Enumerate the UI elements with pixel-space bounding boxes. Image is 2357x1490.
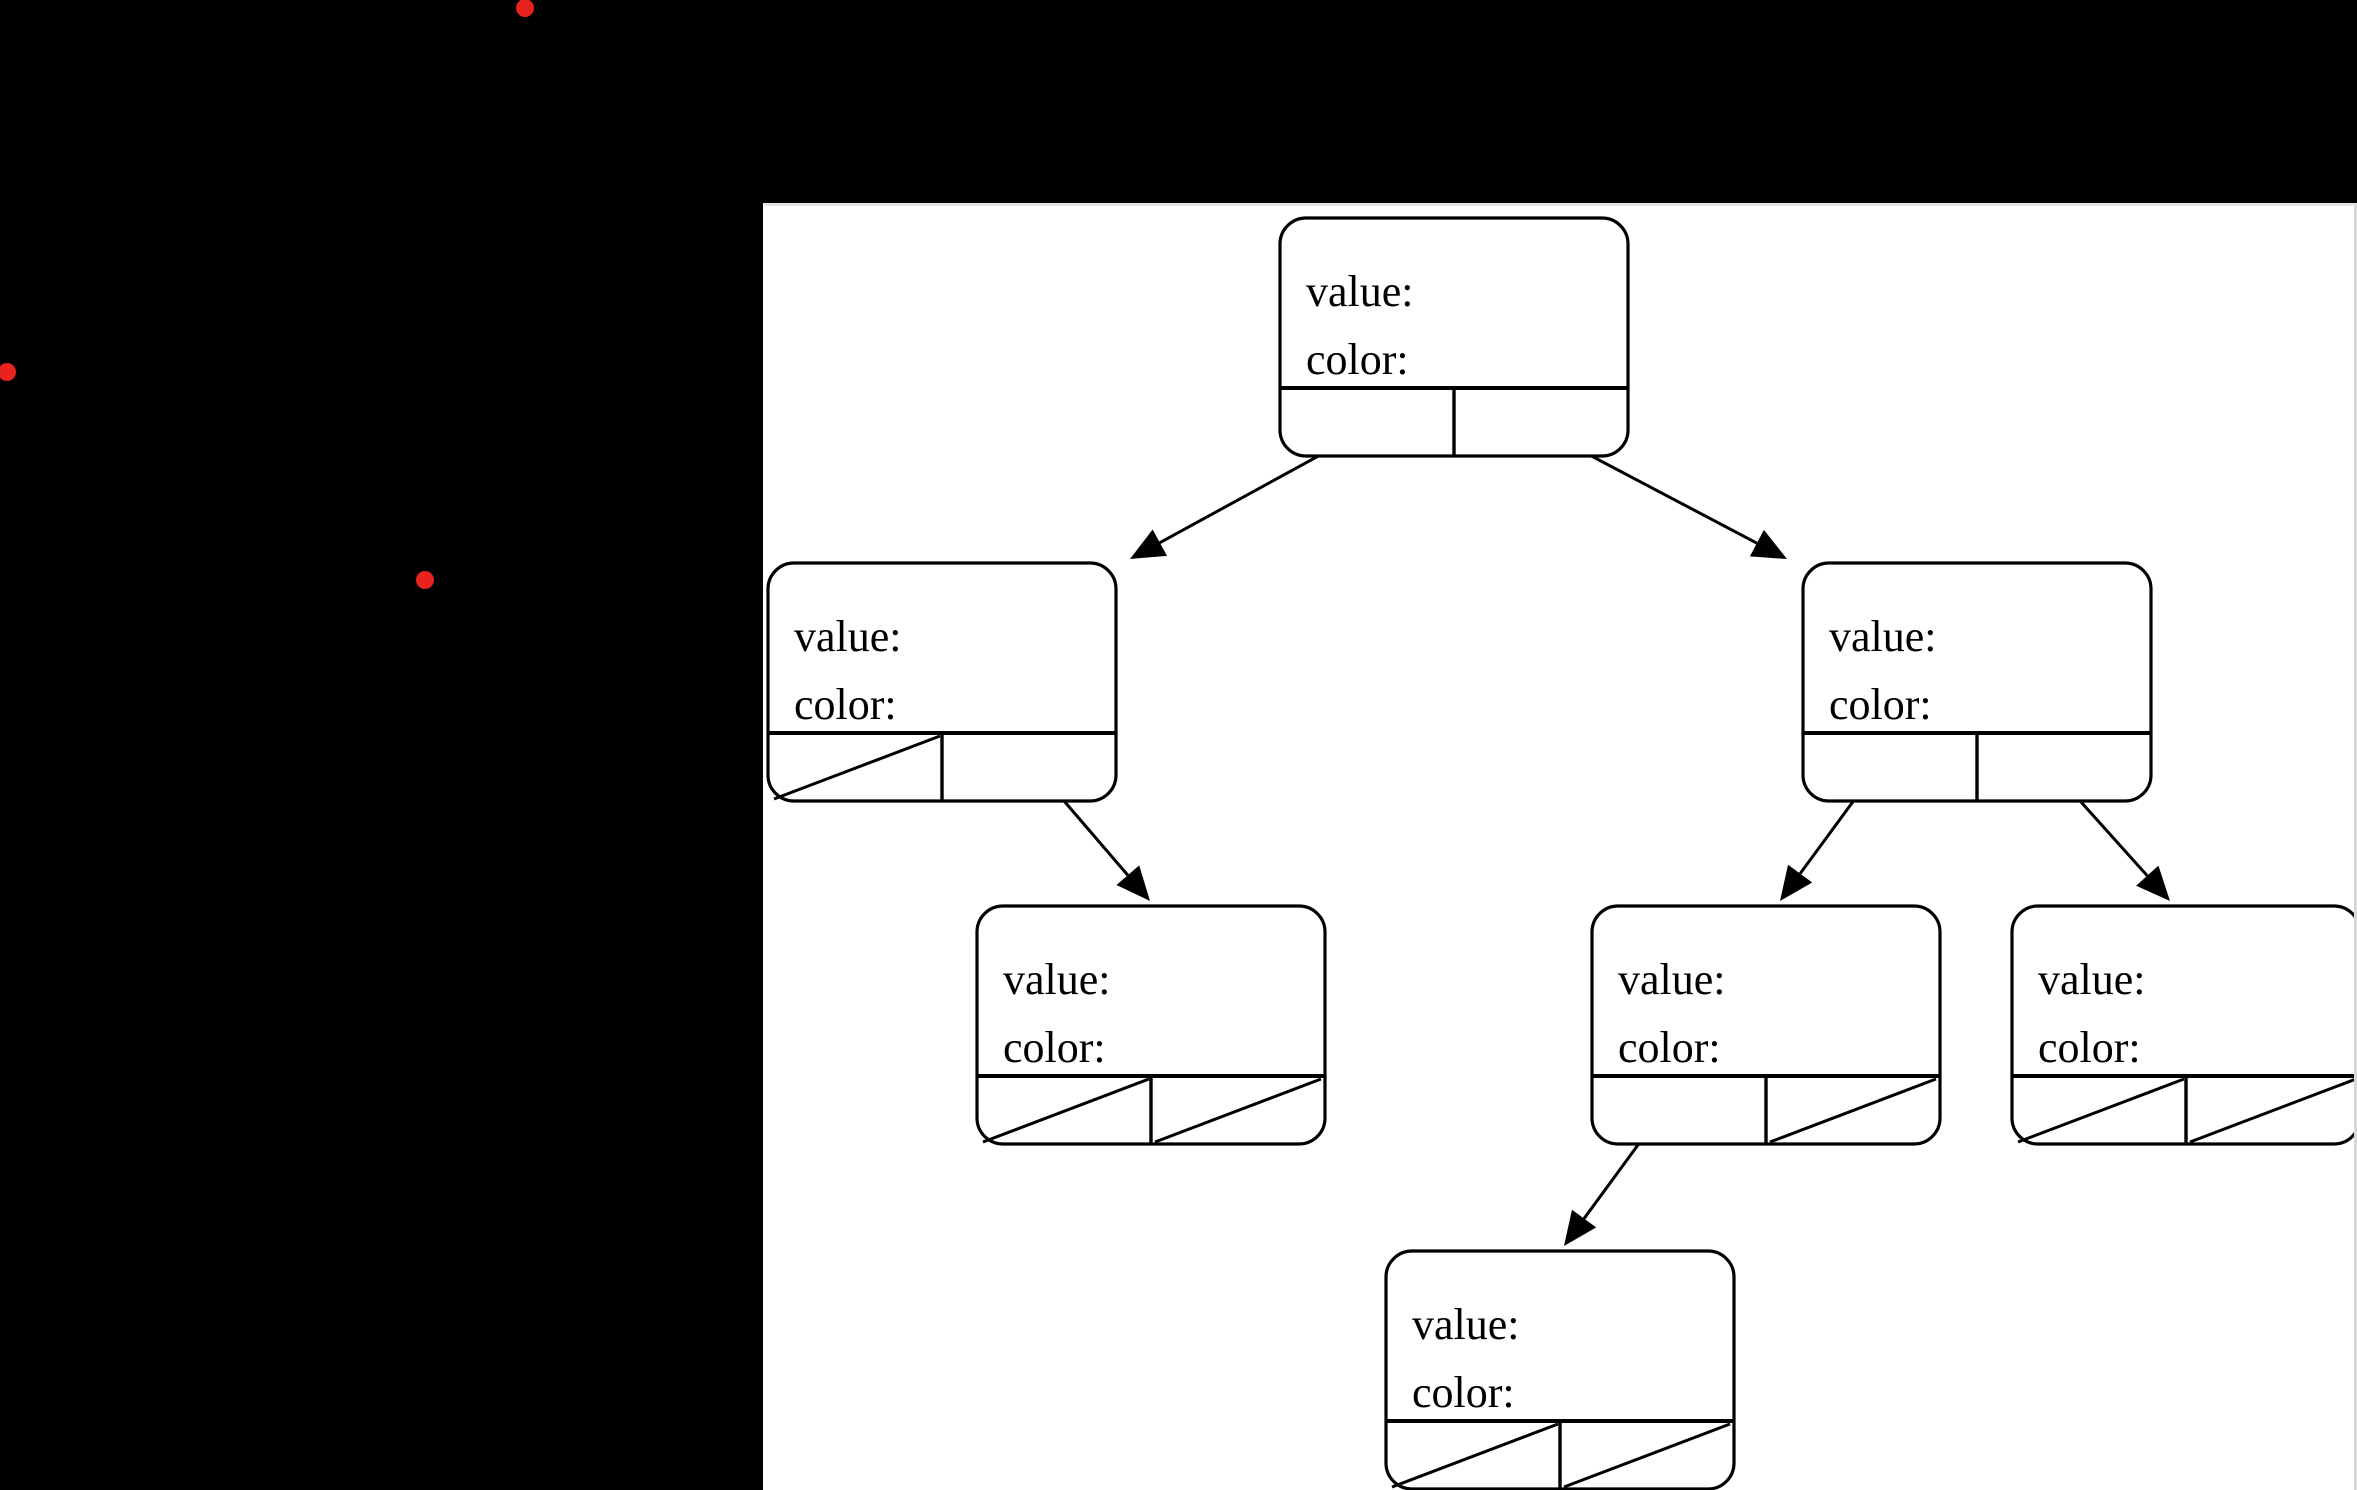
left-null-pointer-slash [1391, 1422, 1559, 1489]
node-layer: value:color:value:color:value:color:valu… [766, 216, 2357, 1490]
tree-node-root[interactable]: value: color: [1278, 216, 1630, 458]
node-color-label: color: [794, 680, 897, 729]
marker-left-dot [0, 363, 16, 381]
left-null-pointer-slash [982, 1077, 1150, 1144]
node-color-label: color: [2038, 1023, 2141, 1072]
node-color-label: color: [1618, 1023, 1721, 1072]
node-value-label: value: [2038, 955, 2146, 1004]
tree-diagram[interactable]: value:color:value:color:value:color:valu… [763, 203, 2357, 1490]
node-color-label: color: [1306, 335, 1409, 384]
node-value-label: value: [1306, 267, 1414, 316]
left-null-pointer-slash [773, 734, 941, 801]
marker-top-dot [516, 0, 534, 17]
marker-middle-dot [416, 571, 434, 589]
diagram-viewer-panel[interactable]: value:color:value:color:value:color:valu… [763, 203, 2357, 1490]
tree-node-right-right-grandchild[interactable]: value: color: [2010, 904, 2357, 1146]
tree-node-right-child[interactable]: value: color: [1801, 561, 2153, 803]
node-value-label: value: [794, 612, 902, 661]
right-null-pointer-slash [1563, 1422, 1731, 1489]
right-null-pointer-slash [1154, 1077, 1322, 1144]
tree-node-left-child[interactable]: value: color: [766, 561, 1118, 803]
right-null-pointer-slash [2189, 1078, 2354, 1144]
node-color-label: color: [1412, 1368, 1515, 1417]
tree-node-deep-leaf[interactable]: value: color: [1384, 1249, 1736, 1490]
left-null-pointer-slash [2017, 1077, 2185, 1144]
node-value-label: value: [1618, 955, 1726, 1004]
tree-node-right-left-grandchild[interactable]: value: color: [1590, 904, 1942, 1146]
node-color-label: color: [1003, 1023, 1106, 1072]
right-null-pointer-slash [1769, 1077, 1937, 1144]
node-value-label: value: [1412, 1300, 1520, 1349]
node-value-label: value: [1829, 612, 1937, 661]
node-value-label: value: [1003, 955, 1111, 1004]
node-color-label: color: [1829, 680, 1932, 729]
tree-node-left-right-grandchild[interactable]: value: color: [975, 904, 1327, 1146]
